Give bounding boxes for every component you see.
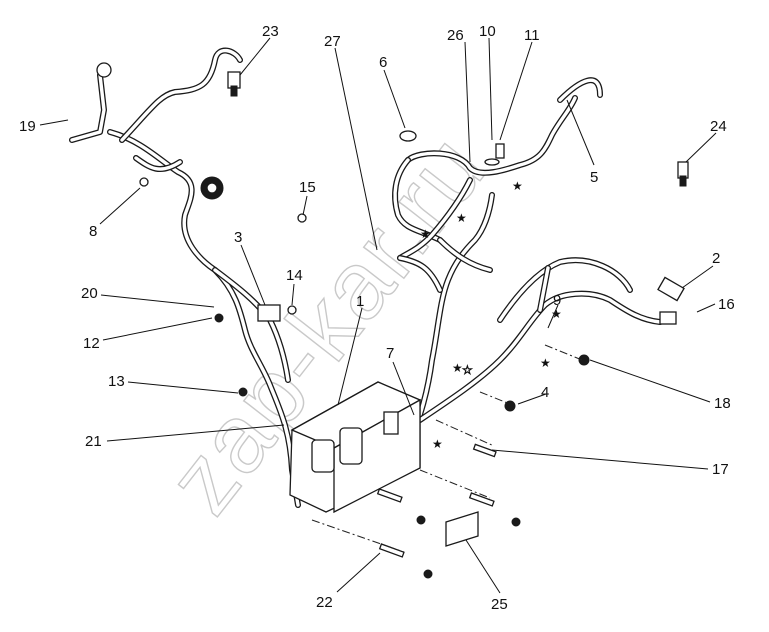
- star-icon: ★: [551, 307, 562, 321]
- callout-27: 27: [324, 33, 341, 50]
- leader-lines: [39, 37, 717, 594]
- callout-3: 3: [234, 229, 242, 246]
- callout-16: 16: [718, 296, 735, 313]
- star-icon: ★: [512, 179, 523, 193]
- callout-14: 14: [286, 267, 303, 284]
- callout-15: 15: [299, 179, 316, 196]
- callout-24: 24: [710, 118, 727, 135]
- callout-10: 10: [479, 23, 496, 40]
- connector-parts: [96, 62, 689, 579]
- callout-23: 23: [262, 23, 279, 40]
- callout-20: 20: [81, 285, 98, 302]
- star-markers: ★ ★ ★ ★ ★ ★ ☆ ★: [420, 179, 562, 451]
- star-outline-icon: ☆: [462, 363, 473, 377]
- star-icon: ★: [456, 211, 467, 225]
- callout-21: 21: [85, 433, 102, 450]
- ecu-module: [289, 381, 422, 514]
- callout-8: 8: [89, 223, 97, 240]
- callout-12: 12: [83, 335, 100, 352]
- callout-7: 7: [386, 345, 394, 362]
- callout-2: 2: [712, 250, 720, 267]
- star-icon: ★: [420, 227, 431, 241]
- star-icon: ★: [540, 356, 551, 370]
- callout-5: 5: [590, 169, 598, 186]
- callout-26: 26: [447, 27, 464, 44]
- callout-25: 25: [491, 596, 508, 613]
- callout-labels: 1 2 3 4 5 6 7 8 9 10 11 12 13 14 15 16 1…: [19, 23, 735, 613]
- callout-17: 17: [712, 461, 729, 478]
- assembly-lines: [311, 344, 583, 553]
- callout-9: 9: [553, 292, 561, 309]
- callout-22: 22: [316, 594, 333, 611]
- callout-4: 4: [541, 384, 549, 401]
- callout-1: 1: [356, 293, 364, 310]
- callout-19: 19: [19, 118, 36, 135]
- callout-13: 13: [108, 373, 125, 390]
- star-icon: ★: [452, 361, 463, 375]
- callout-18: 18: [714, 395, 731, 412]
- callout-11: 11: [524, 27, 540, 44]
- callout-6: 6: [379, 54, 387, 71]
- star-icon: ★: [432, 437, 443, 451]
